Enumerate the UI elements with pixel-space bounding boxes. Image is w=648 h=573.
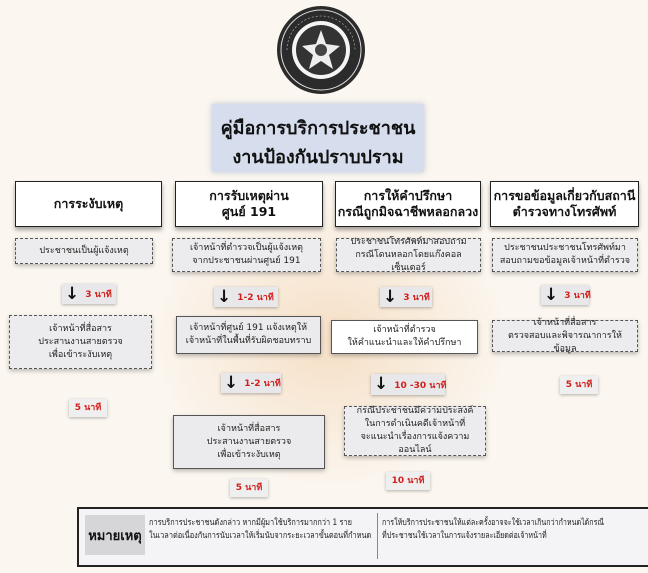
remark-label: หมายเหตุ <box>85 515 145 555</box>
remark-line: ที่ประชาชนใช้เวลาในการแจ้งรายละเอียดต่อเ… <box>382 531 547 541</box>
remark-line: การบริการประชาชนดังกล่าว หากมีผู้มาใช้บร… <box>149 518 352 528</box>
header-text: ศูนย์ 191 <box>221 204 277 219</box>
column-3-final-time: 10 นาที <box>386 472 430 490</box>
step-text: เจ้าหน้าที่ในพื้นที่รับผิดชอบทราบ <box>185 336 312 346</box>
police-emblem-icon <box>277 6 365 94</box>
column-1-header: การระงับเหตุ <box>15 181 162 227</box>
column-3-arrow-1: ↓ 3 นาที <box>380 287 432 307</box>
column-4-step-1: ประชาชนประชาชนโทรศัพท์มา สอบถามขอข้อมูลเ… <box>492 238 638 272</box>
column-2-step-2: เจ้าหน้าที่ศูนย์ 191 แจ้งเหตุให้ เจ้าหน้… <box>176 316 321 354</box>
column-3-step-1: ประชาชนโทรศัพท์มาสอบถาม กรณีโดนหลอกโดยแก… <box>336 236 481 273</box>
column-2-step-1: เจ้าหน้าที่ตำรวจเป็นผู้แจ้งเหตุ จากประชา… <box>172 238 321 272</box>
column-1-step-2: เจ้าหน้าที่สื่อสาร ประสานงานสายตรวจ เพื่… <box>9 315 152 369</box>
column-2-step-3: เจ้าหน้าที่สื่อสาร ประสานงานสายตรวจ เพื่… <box>173 415 325 469</box>
step-text: เจ้าหน้าที่ตำรวจเป็นผู้แจ้งเหตุ <box>189 243 304 253</box>
column-1-arrow-1: ↓ 3 นาที <box>62 284 116 304</box>
remark-line: ในเวลาต่อเนื่องกันการนับเวลาให้เริ่มนับจ… <box>149 531 372 541</box>
remark-divider <box>377 513 378 559</box>
header-text: การรับเหตุผ่าน <box>209 188 289 203</box>
title-line-2: งานป้องกันปราบปราม <box>232 147 404 168</box>
step-text: ตรวจสอบและพิจารณาการให้ข้อมูล <box>508 330 622 354</box>
title-line-1: คู่มือการบริการประชาชน <box>220 118 416 139</box>
column-1-final-time: 5 นาที <box>69 399 107 417</box>
step-text: ให้คำแนะนำและให้คำปรึกษา <box>347 338 462 348</box>
step-text: เจ้าหน้าที่สื่อสาร <box>217 423 281 434</box>
step-text: ประชาชนประชาชนโทรศัพท์มา <box>504 243 626 253</box>
column-3-step-3: กรณีประชาชนมีความประสงค์ ในการดำเนินคดีเ… <box>344 406 486 456</box>
remark-text-left: การบริการประชาชนดังกล่าว หากมีผู้มาใช้บร… <box>149 517 371 543</box>
column-4-step-2: เจ้าหน้าที่สื่อสาร ตรวจสอบและพิจารณาการใ… <box>492 317 638 354</box>
arrow-time: 1-2 นาที <box>244 379 281 389</box>
step-text: ประชาชนโทรศัพท์มาสอบถาม <box>350 236 467 247</box>
column-4-arrow-1: ↓ 3 นาที <box>541 284 591 305</box>
step-text: ประชาชนเป็นผู้แจ้งเหตุ <box>39 245 129 256</box>
step-text: เพื่อเข้าระงับเหตุ <box>48 349 113 360</box>
step-text: จะแนะนำเรื่องการแจ้งความออนไลน์ <box>360 432 470 455</box>
down-arrow-icon: ↓ <box>544 284 559 305</box>
step-text: เพื่อเข้าระงับเหตุ <box>217 449 281 460</box>
down-arrow-icon: ↓ <box>224 372 239 393</box>
column-1-step-1: ประชาชนเป็นผู้แจ้งเหตุ <box>15 238 153 264</box>
remark-text-right: การให้บริการประชาชนให้แต่ละครั้งอาจจะใช้… <box>382 517 604 543</box>
header-text: การขอข้อมูลเกี่ยวกับสถานี <box>493 188 636 203</box>
remark-box: หมายเหตุ การบริการประชาชนดังกล่าว หากมีผ… <box>77 507 648 567</box>
arrow-time: 1-2 นาที <box>237 293 274 303</box>
header-text: กรณีถูกมิจฉาชีพหลอกลวง <box>337 204 479 219</box>
step-text: เจ้าหน้าที่สื่อสาร <box>533 317 597 328</box>
arrow-time: 3 นาที <box>85 290 112 300</box>
column-4-header: การขอข้อมูลเกี่ยวกับสถานี ตำรวจทางโทรศัพ… <box>490 181 639 227</box>
arrow-time: 3 นาที <box>564 291 591 301</box>
step-text: กรณีประชาชนมีความประสงค์ <box>356 406 474 416</box>
step-text: กรณีโดนหลอกโดยแก๊งคอลเซ็นเตอร์ <box>355 249 462 273</box>
step-text: ในการดำเนินคดีเจ้าหน้าที่ <box>364 419 466 429</box>
header-text: ตำรวจทางโทรศัพท์ <box>512 204 617 219</box>
step-text: เจ้าหน้าที่สื่อสาร <box>49 323 112 334</box>
down-arrow-icon: ↓ <box>383 286 398 307</box>
remark-line: การให้บริการประชาชนให้แต่ละครั้งอาจจะใช้… <box>382 518 605 528</box>
step-text: จากประชาชนผ่านศูนย์ 191 <box>192 256 301 266</box>
arrow-time: 3 นาที <box>403 293 430 303</box>
column-3-arrow-2: ↓ 10 -30 นาที <box>371 374 447 395</box>
down-arrow-icon: ↓ <box>374 374 389 394</box>
down-arrow-icon: ↓ <box>217 286 232 307</box>
column-3-step-2: เจ้าหน้าที่ตำรวจ ให้คำแนะนำและให้คำปรึกษ… <box>331 320 478 354</box>
column-4-final-time: 5 นาที <box>560 376 598 394</box>
column-3-header: การให้คำปรึกษา กรณีถูกมิจฉาชีพหลอกลวง <box>335 181 481 227</box>
arrow-time: 10 -30 นาที <box>394 380 447 391</box>
step-text: ประสานงานสายตรวจ <box>38 336 123 347</box>
column-2-final-time: 5 นาที <box>230 479 268 497</box>
step-text: ประสานงานสายตรวจ <box>206 436 292 447</box>
header-text: การให้คำปรึกษา <box>363 188 453 203</box>
step-text: เจ้าหน้าที่ตำรวจ <box>373 325 436 335</box>
column-2-arrow-1: ↓ 1-2 นาที <box>214 287 278 307</box>
down-arrow-icon: ↓ <box>65 283 80 304</box>
title-box: คู่มือการบริการประชาชน งานป้องกันปราบปรา… <box>212 104 424 172</box>
step-text: สอบถามขอข้อมูลเจ้าหน้าที่ตำรวจ <box>499 256 631 266</box>
header-text: การระงับเหตุ <box>53 196 124 211</box>
step-text: เจ้าหน้าที่ศูนย์ 191 แจ้งเหตุให้ <box>189 323 308 333</box>
column-2-arrow-2: ↓ 1-2 นาที <box>221 373 281 393</box>
column-2-header: การรับเหตุผ่าน ศูนย์ 191 <box>175 181 323 227</box>
